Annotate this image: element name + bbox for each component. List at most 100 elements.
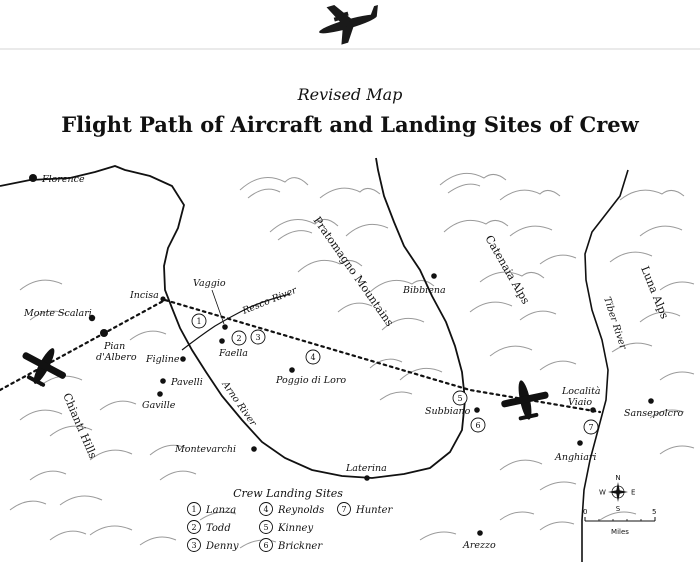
- landing-marker-3: 3: [250, 329, 266, 345]
- svg-text:5: 5: [457, 394, 462, 403]
- town-dot-sansepolcro: [648, 398, 654, 404]
- scale-unit: Miles: [611, 528, 629, 536]
- town-montevarchi: Montevarchi: [174, 444, 236, 455]
- crew-landing-legend: Crew Landing Sites 1 Lanza 2 Todd 3 Denn…: [187, 487, 394, 552]
- town-faella: Faella: [218, 348, 248, 359]
- legend-name-hunter: Hunter: [355, 505, 394, 516]
- town-dot-vaggio: [222, 324, 228, 330]
- label-arno-river: Arno River: [219, 379, 259, 430]
- town-dot-monte-scalari: [88, 314, 96, 322]
- svg-text:6: 6: [475, 421, 480, 430]
- town-bibbiena: Bibbiena: [402, 285, 446, 296]
- town-dot-faella: [219, 338, 225, 344]
- legend-name-kinney: Kinney: [277, 523, 313, 534]
- svg-text:3: 3: [255, 333, 260, 342]
- landing-marker-4: 4: [305, 349, 321, 365]
- town-dot-anghiari: [577, 440, 583, 446]
- label-chianti-hills: Chianti Hills: [60, 391, 99, 461]
- landing-markers: 1 2 3 4 5 6 7: [191, 313, 599, 435]
- label-tiber-river: Tiber River: [601, 296, 629, 352]
- town-dot-laterina: [364, 475, 370, 481]
- compass-n: N: [615, 474, 620, 482]
- legend-name-reynolds: Reynolds: [277, 505, 324, 516]
- landing-marker-6: 6: [470, 417, 486, 433]
- town-subbiano: Subbiano: [425, 406, 471, 417]
- town-sansepolcro: Sansepolcro: [624, 408, 683, 419]
- scale-bar: 0 5 Miles: [583, 508, 656, 536]
- landing-marker-5: 5: [452, 390, 468, 406]
- map-bomber-plane-icon-east: [501, 380, 549, 421]
- legend-item-2: 2 Todd: [187, 520, 231, 534]
- town-gaville: Gaville: [142, 400, 176, 411]
- town-anghiari: Anghiari: [554, 452, 596, 463]
- town-figline: Figline: [145, 354, 180, 365]
- mountain-hatching: [9, 172, 695, 549]
- town-laterina: Laterina: [345, 463, 387, 474]
- town-dot-montevarchi: [251, 446, 257, 452]
- legend-title: Crew Landing Sites: [233, 487, 343, 500]
- label-pratomagno-mountains: Pratomagno Mountains: [311, 214, 397, 329]
- svg-text:7: 7: [588, 423, 593, 432]
- town-monte-scalari: Monte Scalari: [23, 308, 92, 319]
- town-viaio: Viaio: [568, 397, 592, 408]
- town-dot-arezzo: [477, 530, 483, 536]
- svg-text:5: 5: [263, 523, 268, 532]
- town-localita: Località: [561, 386, 601, 397]
- map-title: Flight Path of Aircraft and Landing Site…: [61, 112, 639, 137]
- town-pavelli: Pavelli: [170, 377, 203, 388]
- town-dot-figline: [180, 356, 186, 362]
- town-dot-pavelli: [160, 378, 166, 384]
- svg-text:3: 3: [191, 541, 196, 550]
- scale-min: 0: [583, 508, 587, 516]
- compass-s: S: [616, 505, 621, 513]
- town-incisa: Incisa: [129, 290, 159, 301]
- town-dot-gaville: [157, 391, 163, 397]
- svg-text:2: 2: [191, 523, 196, 532]
- town-dot-florence: [29, 174, 37, 182]
- landing-marker-1: 1: [191, 313, 207, 329]
- scale-max: 5: [652, 508, 656, 516]
- compass-rose-icon: N S E W: [599, 474, 635, 513]
- town-dot-subbiano: [474, 407, 480, 413]
- legend-name-todd: Todd: [206, 523, 231, 534]
- legend-item-5: 5 Kinney: [259, 520, 313, 534]
- legend-name-lanza: Lanza: [205, 505, 236, 516]
- header-bomber-plane-icon: [319, 5, 378, 45]
- towns: Florence Incisa Vaggio Monte Scalari Pia…: [23, 174, 683, 551]
- legend-item-6: 6 Brickner: [259, 538, 323, 552]
- svg-text:4: 4: [310, 353, 315, 362]
- map-bomber-plane-icon-west: [22, 348, 67, 387]
- landing-marker-7: 7: [583, 419, 599, 435]
- town-vaggio: Vaggio: [193, 278, 226, 289]
- vaggio-pointer: [211, 289, 225, 325]
- town-florence: Florence: [41, 174, 85, 185]
- town-dot-localita-viaio: [590, 407, 596, 413]
- town-arezzo: Arezzo: [462, 540, 496, 551]
- svg-text:2: 2: [236, 334, 241, 343]
- legend-name-brickner: Brickner: [277, 541, 323, 552]
- legend-item-3: 3 Denny: [187, 538, 239, 552]
- town-dot-poggio: [289, 367, 295, 373]
- label-catenaia-alps: Catenaia Alps: [482, 233, 532, 307]
- map-subtitle: Revised Map: [297, 85, 403, 104]
- legend-item-1: 1 Lanza: [187, 502, 236, 516]
- town-dot-pian-dalbero: [100, 329, 108, 337]
- town-dot-incisa: [160, 296, 166, 302]
- compass-w: W: [599, 489, 606, 497]
- svg-text:4: 4: [263, 505, 268, 514]
- legend-item-4: 4 Reynolds: [259, 502, 324, 516]
- town-dot-bibbiena: [431, 273, 437, 279]
- svg-text:1: 1: [196, 317, 201, 326]
- compass-e: E: [631, 489, 635, 497]
- svg-text:6: 6: [263, 541, 268, 550]
- town-pian-dalbero-2: d'Albero: [96, 352, 137, 363]
- legend-item-7: 7 Hunter: [337, 502, 394, 516]
- town-pian-dalbero-1: Pian: [103, 341, 125, 352]
- arno-river-line: [0, 157, 466, 479]
- flight-path-line: [0, 298, 602, 414]
- label-resco-river: Resco River: [240, 285, 300, 318]
- svg-text:7: 7: [341, 505, 346, 514]
- landing-marker-2: 2: [231, 330, 247, 346]
